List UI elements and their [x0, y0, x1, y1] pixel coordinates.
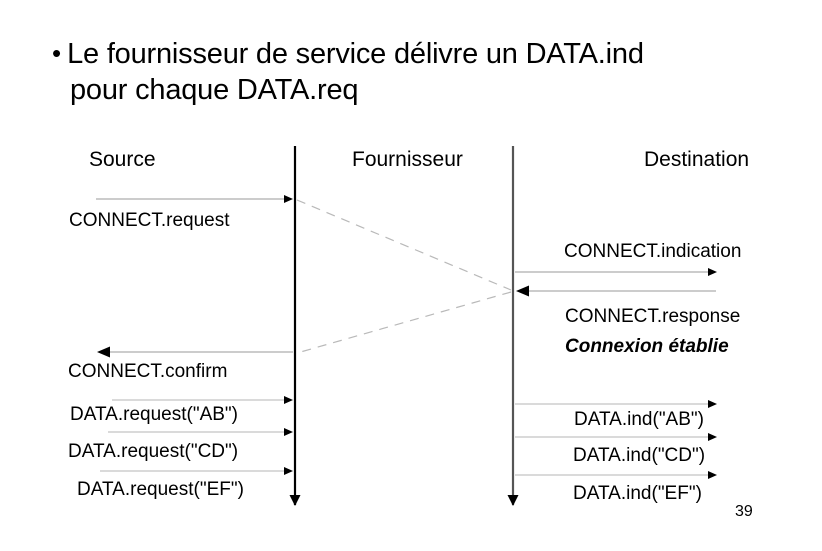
message-label-data-ind-ab: DATA.ind("AB") [574, 409, 704, 430]
page-title-continued: pour chaque DATA.req [70, 74, 359, 106]
title-bullet-block: • Le fournisseur de service délivre un D… [52, 36, 752, 108]
slide-number: 39 [735, 503, 753, 520]
message-label-connect-response: CONNECT.response [565, 306, 741, 327]
message-label-data-ind-cd: DATA.ind("CD") [573, 445, 706, 466]
diagonal-response-to-confirm [296, 291, 512, 354]
message-label-data-ind-ef: DATA.ind("EF") [573, 483, 702, 504]
page-title: Le fournisseur de service délivre un DAT… [67, 38, 644, 70]
message-label-connect-confirm: CONNECT.confirm [68, 361, 228, 382]
bullet-dot-icon: • [52, 38, 62, 68]
message-label-data-request-ef: DATA.request("EF") [77, 479, 244, 500]
column-header-source: Source [89, 148, 156, 171]
column-header-fournisseur: Fournisseur [352, 148, 463, 171]
bullet-line-1: • Le fournisseur de service délivre un D… [52, 36, 752, 72]
message-label-connexion-etablie: Connexion établie [565, 336, 729, 357]
diagonal-request-to-indication [296, 199, 512, 291]
message-label-connect-request: CONNECT.request [69, 210, 230, 231]
message-label-data-request-ab: DATA.request("AB") [70, 404, 238, 425]
bullet-line-2: pour chaque DATA.req [52, 72, 752, 108]
message-label-data-request-cd: DATA.request("CD") [68, 441, 239, 462]
column-header-destination: Destination [644, 148, 750, 171]
message-label-connect-indication: CONNECT.indication [564, 241, 742, 262]
